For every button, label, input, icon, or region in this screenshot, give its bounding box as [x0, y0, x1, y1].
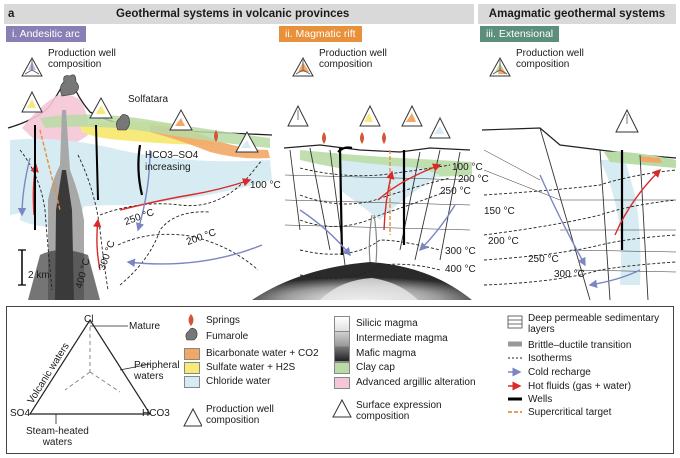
production-triangle-arc: [21, 56, 43, 77]
legend-bicarbonate: Bicarbonate water + CO2: [206, 348, 319, 359]
surface-triangle-ext: [615, 108, 639, 133]
tag-extensional: iii. Extensional: [480, 26, 560, 42]
tag-magmatic-rift: ii. Magmatic rift: [279, 26, 362, 42]
legend-clay: Clay cap: [356, 362, 395, 373]
surface-triangle-rift-3: [401, 104, 423, 127]
isotherm-ext-150: 150 °C: [484, 206, 515, 217]
triangle-icon: [183, 407, 202, 427]
isotherm-rift-200: 200 °C: [458, 174, 489, 185]
isotherm-rift-400: 400 °C: [445, 264, 476, 275]
isotherm-ext-200: 200 °C: [488, 236, 519, 247]
legend-cold-recharge: Cold recharge: [528, 367, 591, 378]
isotherm-ext-300: 300 °C: [554, 269, 585, 280]
swatch-silicic: [334, 316, 350, 332]
legend-ternary-diagram: [28, 318, 152, 424]
legend-wells: Wells: [528, 394, 553, 405]
legend-col2-icons: [332, 398, 352, 418]
swatch-chloride: [184, 376, 200, 388]
legend-silicic: Silicic magma: [356, 318, 418, 329]
legend-fumarole: Fumarole: [206, 331, 249, 342]
isotherm-rift-300: 300 °C: [445, 246, 476, 257]
legend-col3-icons: [507, 315, 523, 413]
isotherm-rift-100: 100 °C: [452, 162, 483, 173]
ternary-mature: Mature: [129, 321, 161, 332]
triangle-icon: [332, 398, 352, 418]
swatch-argillic: [334, 377, 350, 389]
ternary-cl: Cl: [84, 314, 94, 325]
label-hco3-so4: HCO3–SO4: [145, 150, 199, 161]
tag-andesitic-arc: i. Andesitic arc: [6, 26, 86, 42]
surface-triangle-arc-3: [169, 108, 193, 131]
legend-brittle-ductile: Brittle–ductile transition: [528, 340, 632, 351]
swatch-clay: [334, 362, 350, 374]
production-well-label-ext: Production well composition: [516, 48, 584, 70]
legend-col1-icons: [183, 314, 202, 427]
header-volcanic-title: Geothermal systems in volcanic provinces: [116, 8, 350, 20]
header-volcanic: a Geothermal systems in volcanic provinc…: [4, 4, 474, 24]
legend-isotherms: Isotherms: [528, 353, 572, 364]
production-well-label-rift: Production well composition: [319, 48, 387, 70]
spring-drop-icon: [188, 314, 194, 326]
isotherm-arc-100: 100 °C: [250, 180, 281, 191]
legend-sediment: Deep permeable sedimentary layers: [528, 313, 660, 335]
extensional-section: [481, 108, 677, 301]
surface-triangle-rift-2: [359, 104, 381, 127]
legend-intermediate: Intermediate magma: [356, 333, 448, 344]
legend-argillic: Advanced argillic alteration: [356, 377, 476, 388]
legend-chloride: Chloride water: [206, 376, 271, 387]
label-solfatara: Solfatara: [128, 94, 169, 105]
production-triangle-rift: [292, 56, 314, 77]
fumarole-icon: [185, 327, 198, 341]
magmatic-rift-section: [252, 104, 472, 300]
legend-springs: Springs: [206, 315, 240, 326]
swatch-bicarbonate: [184, 348, 200, 360]
surface-triangle-rift-1: [287, 104, 309, 127]
ternary-steam: Steam-heated waters: [26, 426, 89, 448]
surface-triangle-arc-4: [235, 130, 259, 153]
isotherm-ext-250: 250 °C: [528, 254, 559, 265]
header-amagmatic: Amagmatic geothermal systems: [478, 4, 676, 24]
swatch-mafic: [334, 346, 350, 362]
swatch-intermediate: [334, 331, 350, 347]
ternary-hco3: HCO3: [142, 408, 170, 419]
production-well-label-arc: Production well composition: [48, 48, 116, 70]
legend-surface-expression: Surface expression composition: [356, 400, 442, 422]
legend-mafic: Mafic magma: [356, 348, 417, 359]
legend-supercritical: Supercritical target: [528, 407, 612, 418]
isotherm-rift-250: 250 °C: [440, 186, 471, 197]
legend-production-well: Production well composition: [206, 404, 274, 426]
ternary-so4: SO4: [10, 408, 31, 419]
ternary-peripheral: Peripheral waters: [134, 360, 180, 382]
andesitic-arc-section: [7, 74, 273, 300]
legend-sulfate: Sulfate water + H2S: [206, 362, 296, 373]
legend-hot-fluids: Hot fluids (gas + water): [528, 381, 632, 392]
sediment-layers-icon: [507, 315, 523, 329]
label-scale-2km: 2 km: [28, 270, 50, 281]
legend-box: [6, 306, 674, 454]
geothermal-cross-sections: [7, 56, 677, 301]
panel-letter: a: [8, 8, 15, 20]
swatch-sulfate: [184, 362, 200, 374]
surface-triangle-rift-4: [429, 116, 451, 139]
production-triangle-ext: [489, 56, 511, 77]
header-amagmatic-title: Amagmatic geothermal systems: [488, 8, 666, 20]
surface-triangle-arc-1: [21, 90, 43, 113]
label-increasing: increasing: [145, 162, 191, 173]
surface-triangle-arc-2: [89, 96, 113, 119]
